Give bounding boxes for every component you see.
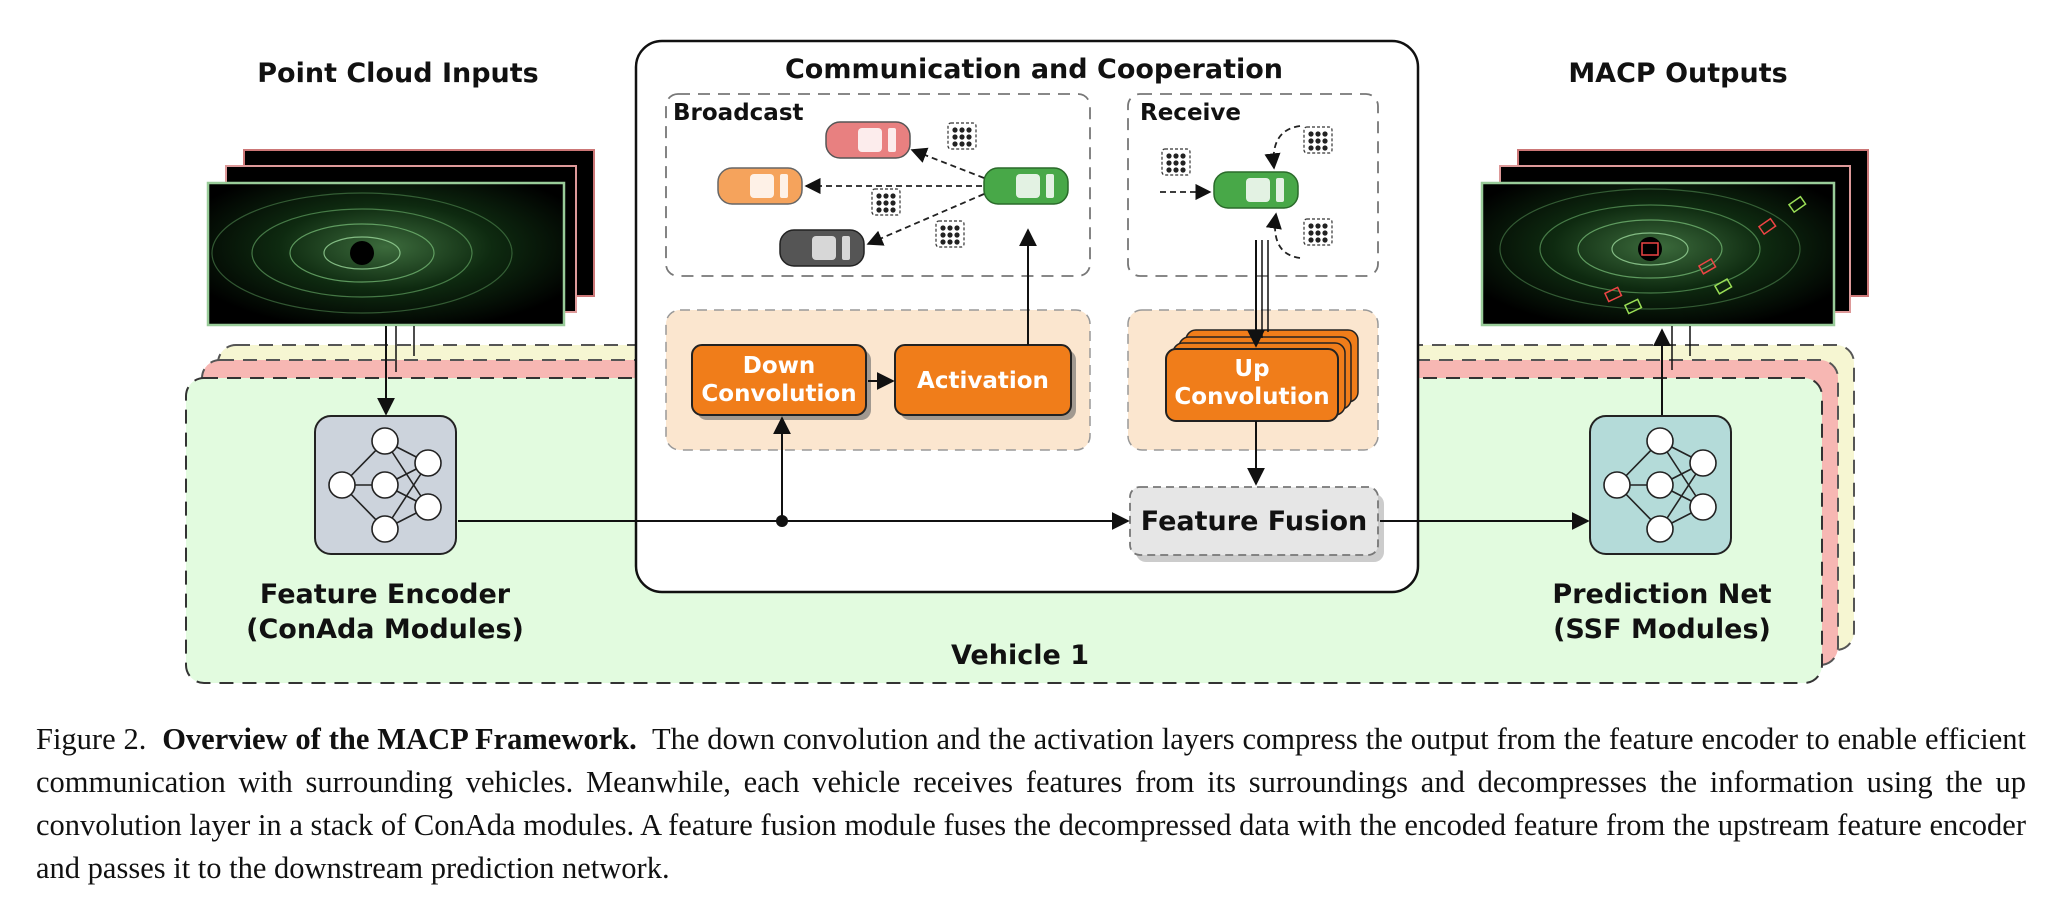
up-convolution-line1: Up xyxy=(1234,356,1269,382)
down-convolution-line1: Down xyxy=(743,353,816,379)
feature-packet-icon xyxy=(1303,126,1333,154)
broadcast-arrow-red xyxy=(910,147,985,179)
vehicle-label: Vehicle 1 xyxy=(951,640,1089,671)
figure-caption: Figure 2. Overview of the MACP Framework… xyxy=(36,718,2026,890)
feature-packet-icon xyxy=(1303,218,1333,246)
outputs-title: MACP Outputs xyxy=(1568,58,1787,89)
car-green-sender-icon xyxy=(983,167,1069,205)
feature-fusion-block xyxy=(1129,486,1379,556)
feature-fusion-label: Feature Fusion xyxy=(1141,506,1367,537)
caption-text: The down convolution and the activation … xyxy=(36,722,2027,885)
activation-label: Activation xyxy=(917,368,1049,394)
down-convolution-line2: Convolution xyxy=(701,381,856,407)
figure-number: Figure 2. xyxy=(36,722,147,756)
up-convolution-block xyxy=(1165,348,1339,422)
comm-title: Communication and Cooperation xyxy=(785,54,1283,85)
neural-network-icon xyxy=(328,427,442,543)
receive-arrow-top xyxy=(1264,125,1301,170)
encoder-label-line1: Feature Encoder xyxy=(260,579,511,610)
receive-arrow-bottom xyxy=(1265,212,1301,259)
down-convolution-block xyxy=(691,344,867,416)
up-convolution-line2: Convolution xyxy=(1174,384,1329,410)
feature-packet-icon xyxy=(1161,148,1191,176)
activation-block xyxy=(894,344,1072,416)
broadcast-region xyxy=(665,93,1091,277)
lidar-input-front xyxy=(206,181,566,327)
point-cloud-title: Point Cloud Inputs xyxy=(257,58,538,89)
feature-packet-icon xyxy=(871,188,901,216)
prediction-label-line1: Prediction Net xyxy=(1552,579,1771,610)
framework-diagram: Communication and Cooperation Broadcast … xyxy=(185,39,1869,684)
receive-label: Receive xyxy=(1140,100,1241,126)
prediction-label-line2: (SSF Modules) xyxy=(1553,614,1771,645)
lidar-output-front xyxy=(1480,181,1836,327)
car-red-icon xyxy=(825,121,911,159)
neural-network-icon xyxy=(1603,427,1717,543)
caption-title: Overview of the MACP Framework. xyxy=(162,722,637,756)
broadcast-label: Broadcast xyxy=(673,100,804,126)
broadcast-arrow-gray xyxy=(866,193,985,246)
car-green-receiver-icon xyxy=(1213,171,1299,209)
feature-packet-icon xyxy=(947,122,977,150)
encoder-label-line2: (ConAda Modules) xyxy=(246,614,524,645)
feature-packet-icon xyxy=(935,220,965,248)
car-gray-icon xyxy=(779,229,865,267)
car-orange-icon xyxy=(717,167,803,205)
